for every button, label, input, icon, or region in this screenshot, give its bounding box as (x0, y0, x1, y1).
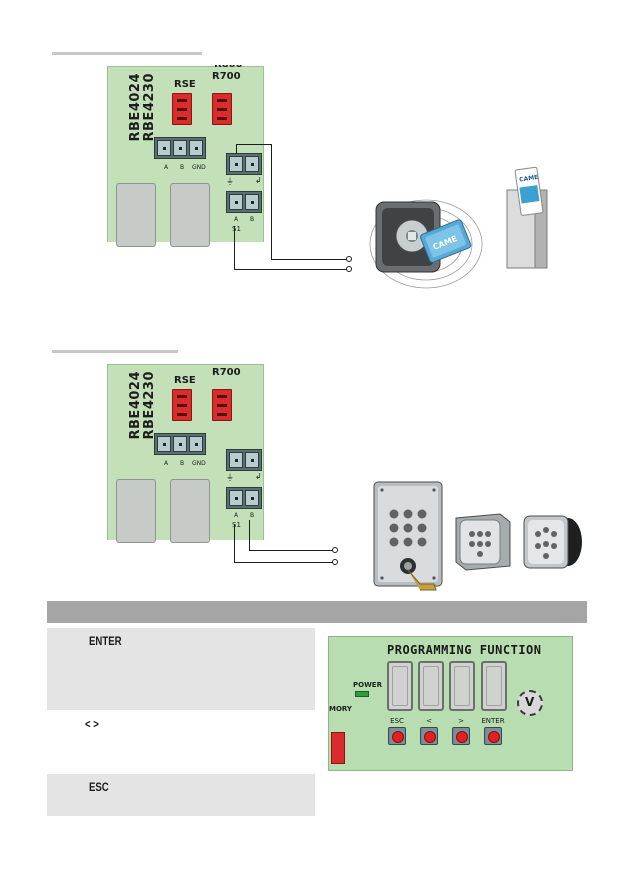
left-arrow-button[interactable] (420, 727, 438, 745)
relay-right (170, 479, 210, 543)
wire-a-terminal (332, 559, 338, 565)
bus-terminal-a: A (164, 164, 169, 171)
programming-function-title: PROGRAMMING FUNCTION (387, 643, 542, 657)
arrows-key-label: < > (85, 717, 99, 731)
s1-label: S1 (232, 521, 241, 529)
board-model-label-1: RBE4024 (128, 73, 143, 142)
bus-terminal-block (154, 137, 206, 159)
r700-label: R700 (212, 367, 241, 378)
board-model-label-2: RBE4230 (142, 371, 157, 440)
power-led (355, 691, 369, 697)
rse-label: RSE (174, 375, 196, 386)
control-board-diagram: RBE4024 RBE4230 RSE R800 R700 A B GND ⏚ … (107, 65, 264, 247)
rse-connector (172, 93, 192, 125)
wire-b-terminal (332, 547, 338, 553)
display-digit-3 (449, 661, 475, 711)
ground-symbol: ⏚ (226, 473, 234, 482)
s1-label: S1 (232, 225, 241, 233)
digital-keypad-icon (455, 513, 511, 571)
wire-b-terminal (346, 256, 352, 262)
relay-right (170, 183, 210, 247)
wire-a-vertical (234, 524, 235, 562)
power-label: POWER (353, 681, 382, 689)
enter-button[interactable] (484, 727, 502, 745)
wire-b-out (249, 550, 333, 551)
wire-b-vertical (271, 144, 272, 259)
upper-terminal-block (226, 153, 262, 175)
r700-cut-label: R800 (214, 59, 243, 70)
enter-button-label: ENTER (481, 717, 505, 725)
enter-key-label: ENTER (89, 634, 122, 648)
s1-terminal-a: A (234, 512, 239, 519)
bus-terminal-b: B (180, 460, 185, 467)
esc-help-box: ESC (47, 774, 315, 816)
s1-terminal-block (226, 191, 262, 213)
enter-help-box: ENTER (47, 628, 315, 710)
relay-left (116, 479, 156, 543)
bus-terminal-a: A (164, 460, 169, 467)
keypad-with-key-icon (373, 481, 443, 591)
r700-connector (212, 389, 232, 421)
rse-connector (172, 389, 192, 421)
board-model-label-2: RBE4230 (142, 73, 157, 142)
rse-label: RSE (174, 79, 196, 90)
wire-a-out (234, 269, 347, 270)
board-model-label-1: RBE4024 (128, 371, 143, 440)
round-keypad-icon (523, 515, 582, 569)
bus-terminal-block (154, 433, 206, 455)
r700-connector (212, 93, 232, 125)
s1-terminal-b: B (250, 512, 255, 519)
section-header-band (47, 601, 587, 623)
display-digit-4 (481, 661, 507, 711)
trimmer-dial-icon (517, 690, 543, 716)
bus-terminal-b: B (180, 164, 185, 171)
display-digit-2 (418, 661, 444, 711)
wire-b-vertical (249, 520, 250, 550)
memory-label: MORY (329, 705, 352, 713)
s1-terminal-b: B (250, 216, 255, 223)
s1-terminal-a: A (234, 216, 239, 223)
section-rule (52, 52, 202, 55)
memory-connector (331, 732, 345, 764)
key-card-reader-icon: CAME (369, 199, 483, 289)
arrow-symbol: ↲ (255, 176, 262, 185)
card-reader-icon: CAME (506, 166, 548, 269)
control-board-diagram: RBE4024 RBE4230 RSE R700 A B GND ⏚ ↲ A B… (107, 364, 264, 543)
arrow-symbol: ↲ (255, 472, 262, 481)
programming-panel: PROGRAMMING FUNCTION POWER MORY ESC < > … (328, 636, 573, 771)
ground-symbol: ⏚ (226, 177, 234, 186)
display-digit-1 (387, 661, 413, 711)
upper-terminal-block (226, 449, 262, 471)
esc-button-label: ESC (390, 717, 404, 725)
r700-label: R700 (212, 71, 241, 82)
wire-a-terminal (346, 266, 352, 272)
svg-text:CAME: CAME (519, 174, 539, 184)
wire-a-vertical (234, 226, 235, 269)
bus-terminal-gnd: GND (192, 460, 206, 467)
wire-a-out (234, 562, 333, 563)
wire-b-top (236, 144, 272, 145)
section-rule (52, 350, 178, 353)
left-button-label: < (426, 717, 432, 725)
bus-terminal-gnd: GND (192, 164, 206, 171)
right-button-label: > (458, 717, 464, 725)
s1-terminal-block (226, 487, 262, 509)
relay-left (116, 183, 156, 247)
wire-b-out (271, 259, 347, 260)
esc-key-label: ESC (89, 780, 109, 794)
arrows-help-box: < > (47, 711, 315, 773)
wire-b-drop (236, 144, 237, 154)
right-arrow-button[interactable] (452, 727, 470, 745)
esc-button[interactable] (388, 727, 406, 745)
